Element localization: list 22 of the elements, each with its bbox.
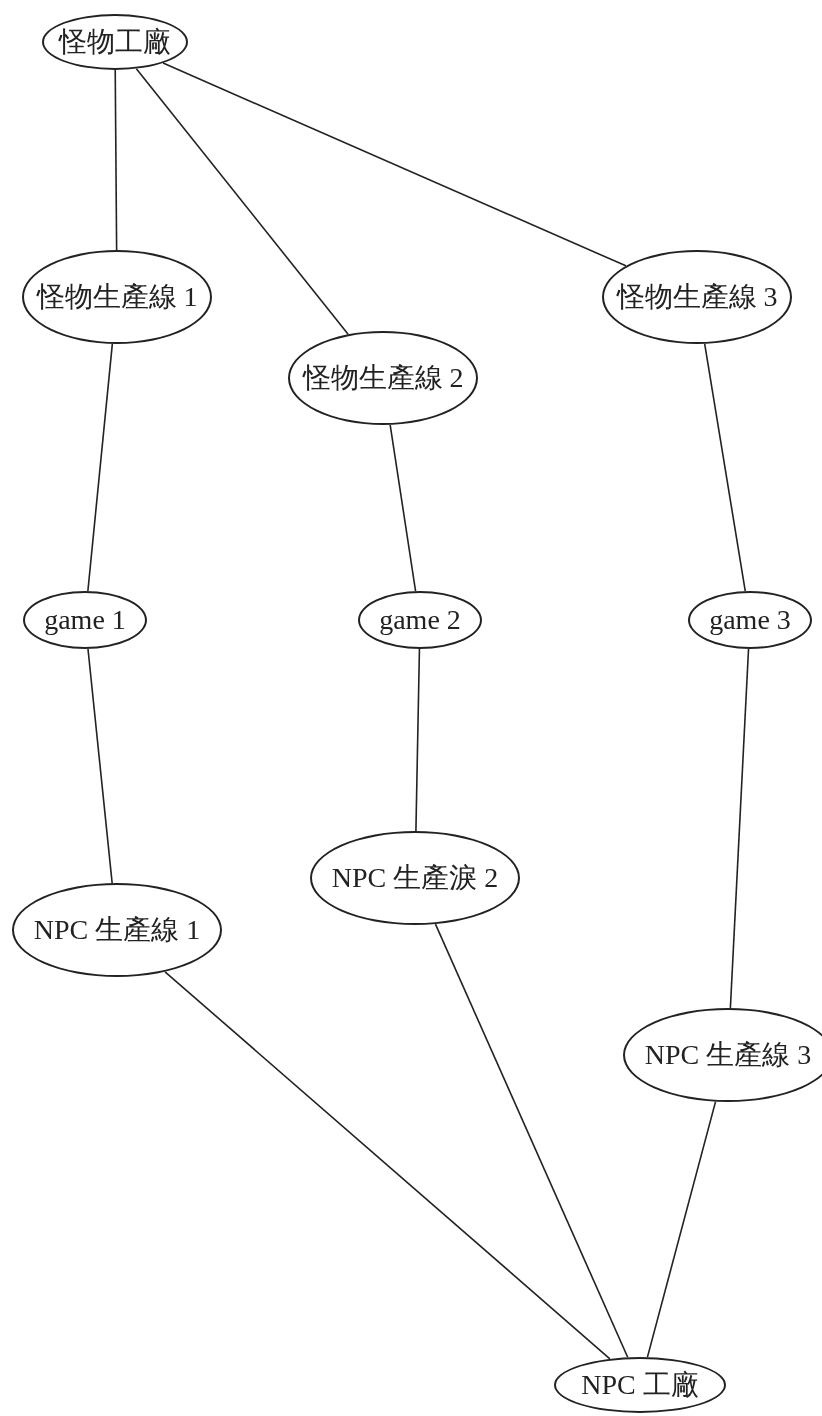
ellipse-node: 怪物生產線 2 <box>288 331 478 425</box>
connector-line <box>87 343 114 592</box>
connector-line <box>434 923 629 1359</box>
ellipse-node: game 1 <box>23 591 147 649</box>
connector-line <box>415 648 421 832</box>
ellipse-node: NPC 工廠 <box>554 1357 726 1413</box>
connector-line <box>114 69 118 251</box>
connector-line <box>87 648 113 884</box>
ellipse-node: NPC 生產淚 2 <box>310 831 520 925</box>
ellipse-node: 怪物生產線 1 <box>22 250 212 344</box>
connector-line <box>646 1100 717 1358</box>
connector-line <box>162 62 627 267</box>
connector-line <box>389 424 417 592</box>
ellipse-node: 怪物生產線 3 <box>602 250 792 344</box>
ellipse-node: NPC 生產線 1 <box>12 883 222 977</box>
connector-line <box>703 343 747 592</box>
ellipse-node: 怪物工廠 <box>42 14 188 70</box>
connector-line <box>729 648 750 1009</box>
connector-line <box>164 971 611 1360</box>
ellipse-node: NPC 生產線 3 <box>623 1008 822 1102</box>
ellipse-node: game 3 <box>688 591 812 649</box>
ellipse-node: game 2 <box>358 591 482 649</box>
